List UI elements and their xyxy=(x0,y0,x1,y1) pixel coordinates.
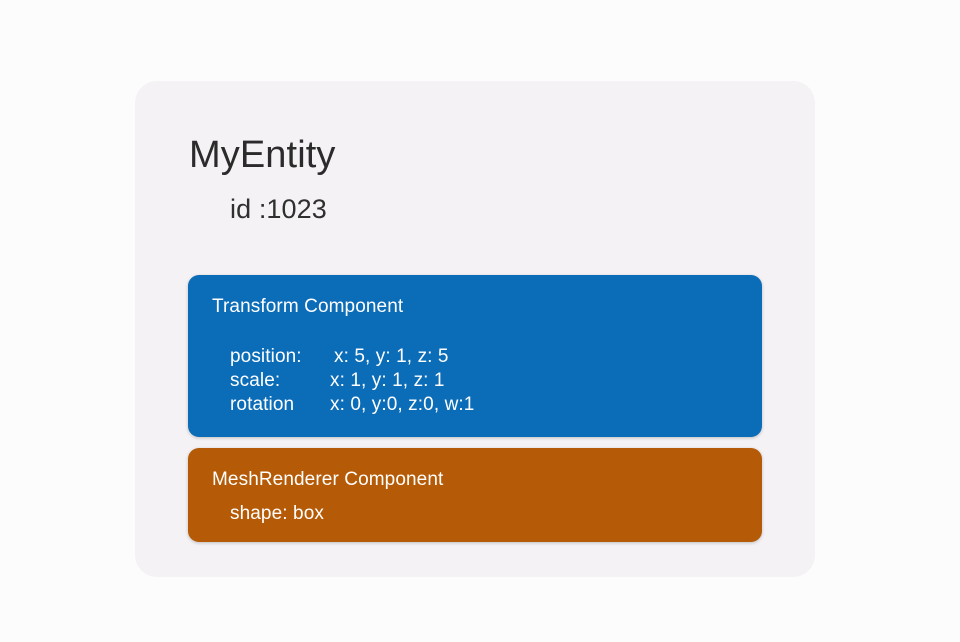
page-title: MyEntity xyxy=(189,134,336,176)
property-row: shape: box xyxy=(230,503,324,524)
component-title-meshrenderer: MeshRenderer Component xyxy=(212,469,444,490)
property-row: position: x: 5, y: 1, z: 5 xyxy=(230,345,474,369)
property-value: x: 5, y: 1, z: 5 xyxy=(334,346,449,367)
property-row: rotation x: 0, y:0, z:0, w:1 xyxy=(230,393,474,417)
component-block-meshrenderer[interactable]: MeshRenderer Component shape: box xyxy=(188,448,762,542)
component-title-transform: Transform Component xyxy=(212,296,404,317)
entity-card: MyEntity id :1023 Transform Component po… xyxy=(135,81,815,577)
property-list-transform: position: x: 5, y: 1, z: 5 scale: x: 1, y:… xyxy=(230,345,474,417)
component-block-transform[interactable]: Transform Component position: x: 5, y: 1,… xyxy=(188,275,762,437)
property-value: x: 0, y:0, z:0, w:1 xyxy=(330,394,475,415)
property-value: x: 1, y: 1, z: 1 xyxy=(330,370,445,391)
property-key: position: xyxy=(230,346,302,367)
property-list-meshrenderer: shape: box xyxy=(230,502,324,526)
property-key: rotation xyxy=(230,394,295,415)
property-row: scale: x: 1, y: 1, z: 1 xyxy=(230,369,474,393)
property-key: scale: xyxy=(230,370,281,391)
entity-id-label: id :1023 xyxy=(230,194,327,224)
